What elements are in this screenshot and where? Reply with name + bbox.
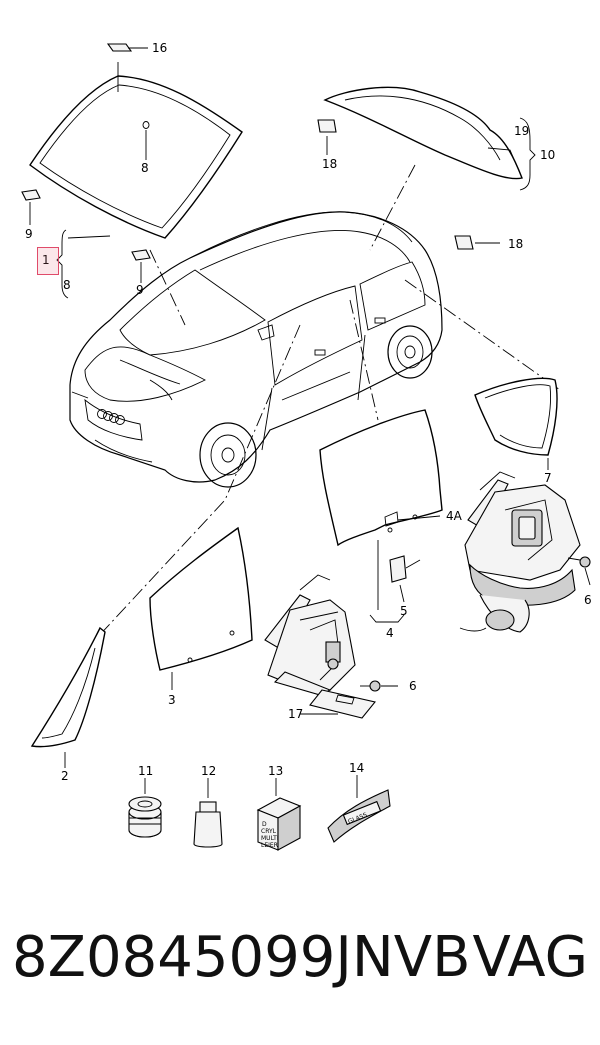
callout-18-clip: 18 [322,157,337,171]
rear-quarter-glass [474,377,558,470]
callout-4A: 4A [446,509,463,523]
front-quarter-glass [30,626,106,768]
callout-7: 7 [544,471,552,485]
callout-13: 13 [268,764,283,778]
callout-5: 5 [400,604,408,618]
callout-1: 1 [42,253,50,267]
callout-9-left: 9 [25,227,33,241]
callout-8-windscreen: 8 [141,161,149,175]
callout-19: 18 [508,237,523,251]
part-number: 8Z0845099JNVB [12,925,471,990]
callout-6-front: 6 [409,679,417,693]
callout-3: 3 [168,693,176,707]
kit-13-print-2: CRYL [261,828,277,835]
brand-name: VAG [472,925,588,990]
callout-11: 11 [138,764,153,778]
parts-diagram: D CRYL MULTI LEIER GLASS 16 8 9 1 8 9 18… [21,41,592,851]
callout-14: 14 [349,761,364,775]
callout-10: 10 [540,148,555,162]
rear-window [323,86,523,180]
front-window-regulator [264,574,376,719]
callout-17: 17 [288,707,303,721]
rear-window-clip-18 [317,119,337,155]
callout-8-bracket: 8 [63,278,71,292]
front-door-glass [149,526,253,690]
windscreen [29,62,243,239]
rear-window-regulator [459,471,581,633]
primer-bottle-12 [193,778,223,848]
kit-13-print-4: LEIER [261,842,278,849]
kit-13-print-3: MULTI [261,835,279,842]
adhesive-kit-13: D CRYL MULTI LEIER [256,778,302,851]
callout-2: 2 [61,769,69,783]
kit-13-print-1: D [262,821,267,828]
rear-door-glass [319,409,443,610]
callout-6-rear: 6 [584,593,592,607]
rear-clip-19 [454,235,500,250]
clip-5 [389,555,421,603]
label-14: GLASS [327,775,391,843]
footer: 8Z0845099JNVB VAG [0,925,600,1015]
callout-4: 4 [386,626,394,640]
callout-9-center: 9 [136,283,144,297]
windscreen-sensor-16 [106,43,148,52]
callout-12: 12 [201,764,216,778]
bolt-6-front [360,680,398,692]
bolt-6-rear [567,556,591,586]
callout-18-bracket: 19 [514,124,529,138]
car-body [69,211,443,488]
callout-16: 16 [152,41,167,55]
callout-1-highlight [37,247,59,275]
clip-9-center [131,249,151,283]
tape-roll-11 [128,778,162,838]
clip-9-left [21,189,41,225]
